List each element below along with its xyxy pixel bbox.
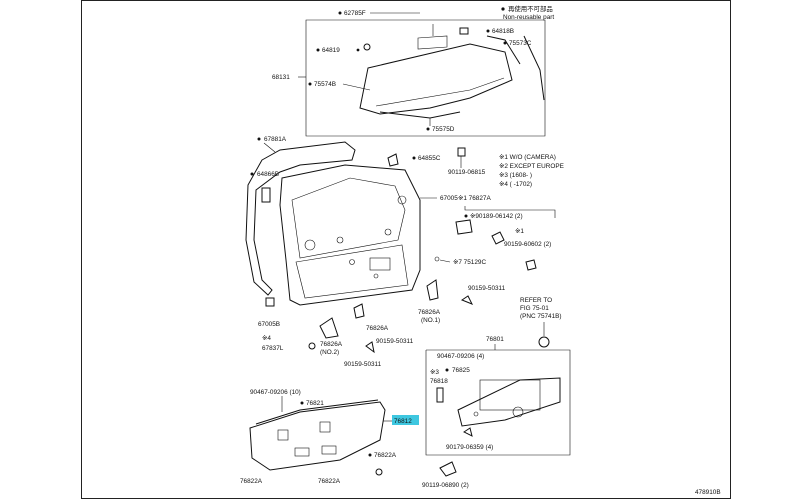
- garnish-group-box: [425, 349, 571, 456]
- back-door-window-opening: [291, 177, 406, 259]
- cushion-64855C: [387, 153, 399, 167]
- label-75575D: 75575D: [432, 126, 455, 133]
- label-67837L: 67837L: [262, 345, 284, 352]
- pad-76818: [436, 387, 444, 403]
- label-90159-50311-a: 90159-50311: [468, 285, 506, 292]
- label-76822A-right: 76822A: [374, 452, 397, 459]
- label-62785F: 62785F: [344, 10, 366, 17]
- emblem-76801: [538, 336, 550, 348]
- label-90467-09206-10: 90467-09206 (10): [250, 389, 301, 396]
- legend-bullet-icon: [501, 7, 505, 11]
- note-x4: ※4: [262, 335, 271, 342]
- clip-64819: [363, 43, 371, 51]
- stay-76826A: [353, 303, 365, 319]
- bolt-90119-06830: [439, 461, 457, 477]
- refer-line2: FIG 75-01: [520, 305, 549, 312]
- door-weatherstrip: [245, 141, 356, 296]
- highlight-76812: [392, 415, 419, 425]
- clip-76822A: [375, 468, 383, 476]
- note-3: ※3 (1608- ): [499, 172, 532, 179]
- label-90159-50311-b: 90159-50311: [376, 338, 414, 345]
- label-75574B: 75574B: [314, 81, 336, 88]
- note-4: ※4 ( -1702): [499, 181, 532, 188]
- label-76826A-no1: 76826A: [418, 309, 441, 316]
- label-76818: 76818: [430, 378, 448, 385]
- label-90159-50311-c: 90159-50311: [344, 361, 382, 368]
- back-door-glass: [359, 43, 513, 115]
- label-75573C: 75573C: [509, 40, 532, 47]
- label-67881A: 67881A: [264, 136, 287, 143]
- label-67005B: 67005B: [258, 321, 280, 328]
- refer-line3: (PNC 75741B): [520, 313, 562, 320]
- note-x3: ※3: [430, 369, 439, 376]
- label-76822A-bottom: 76822A: [318, 478, 341, 485]
- label-90467-09206-4: 90467-09206 (4): [437, 353, 484, 360]
- note-2: ※2 EXCEPT EUROPE: [499, 163, 564, 170]
- label-64855C: 64855C: [418, 155, 441, 162]
- label-76821: 76821: [306, 400, 324, 407]
- glass-sticker: [417, 35, 448, 50]
- label-76826A-no2: 76826A: [320, 341, 343, 348]
- clip-right: [525, 259, 537, 271]
- label-90119-06815: 90119-06815: [448, 169, 486, 176]
- label-90159-60602: 90159-60602 (2): [504, 241, 551, 248]
- garnish-76801: [457, 377, 561, 427]
- side-weatherstrip: [523, 35, 545, 101]
- label-76827A: ※1 76827A: [458, 195, 491, 202]
- label-76801: 76801: [486, 336, 504, 343]
- label-68131: 68131: [272, 74, 290, 81]
- label-76812: 76812: [394, 418, 412, 425]
- label-64819: 64819: [322, 47, 340, 54]
- lower-garnish-76812: [249, 401, 386, 471]
- label-76822A-left: 76822A: [240, 478, 263, 485]
- label-64818B: 64818B: [492, 28, 514, 35]
- bolt-90119-06815: [457, 147, 466, 157]
- label-no1: (NO.1): [421, 317, 440, 324]
- screw-b: [365, 341, 375, 354]
- refer-line1: REFER TO: [520, 297, 552, 304]
- glass-group-box: [305, 19, 546, 137]
- label-76825: 76825: [452, 367, 470, 374]
- legend-line2: Non-reusable part: [503, 14, 554, 21]
- label-no2: (NO.2): [320, 349, 339, 356]
- nut-90179-06359: [463, 427, 473, 437]
- diagram-id: 478910B: [695, 489, 721, 496]
- label-75129C: ※7 75129C: [453, 259, 486, 266]
- note-1: ※1 W/O (CAMERA): [499, 154, 556, 161]
- clip-64818B: [459, 27, 469, 35]
- hinge-76826A-no2: [319, 317, 339, 339]
- camera-cover-76827A: [455, 219, 473, 235]
- molding-strip: [486, 35, 521, 65]
- hinge-76826A-no1: [426, 279, 439, 301]
- clip-67837L: [308, 342, 316, 350]
- label-90119-06830: 90119-06890 (2): [422, 482, 469, 489]
- label-90189-06142: ※90189-06142 (2): [470, 213, 523, 220]
- note-x1: ※1: [515, 228, 524, 235]
- label-64866B: 64866B: [257, 171, 279, 178]
- screw-90159-60602: [491, 231, 505, 245]
- label-76826A-mid: 76826A: [366, 325, 389, 332]
- bumper-67005B: [265, 297, 275, 307]
- screw-a: [460, 295, 474, 305]
- label-90179-06359: 90179-06359 (4): [446, 444, 493, 451]
- legend-line1: 再使用不可部品: [508, 4, 553, 13]
- label-67005: 67005: [440, 195, 458, 202]
- cushion-64866B: [261, 187, 271, 203]
